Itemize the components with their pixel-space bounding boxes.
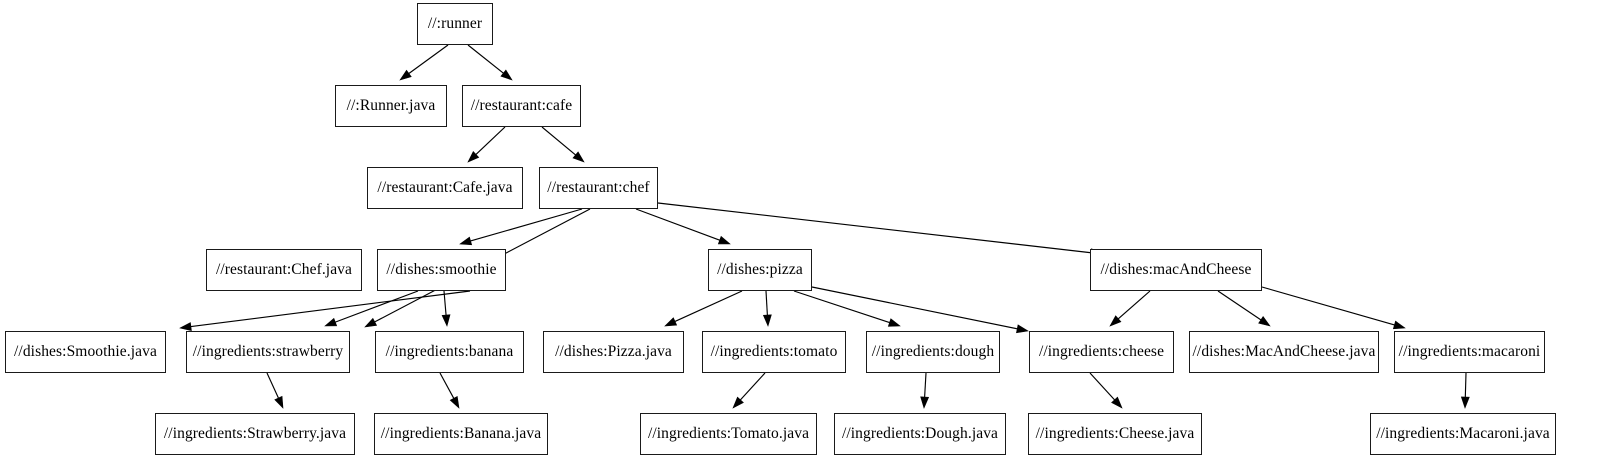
graph-edge-arrowhead [664,317,678,327]
graph-node-ing_tomato[interactable]: //ingredients:tomato [702,331,846,373]
graph-node-label: //ingredients:Strawberry.java [163,425,347,443]
graph-node-mac_java[interactable]: //dishes:MacAndCheese.java [1189,331,1379,373]
graph-edge-arrowhead [449,395,460,409]
graph-node-label: //dishes:Smoothie.java [14,343,157,361]
graph-edge [924,372,927,398]
graph-node-label: //ingredients:Macaroni.java [1376,425,1550,443]
graph-node-cheese_java[interactable]: //ingredients:Cheese.java [1028,413,1202,455]
graph-edge [470,208,583,242]
graph-node-ing_banana[interactable]: //ingredients:banana [375,331,524,373]
graph-node-label: //restaurant:cafe [470,97,573,115]
graph-edge-arrowhead [1258,316,1271,327]
graph-edge-arrowhead [500,69,513,81]
graph-node-dishes_smoothie[interactable]: //dishes:smoothie [377,249,506,291]
graph-edge [408,44,449,74]
graph-edge-arrowhead [1016,324,1029,334]
graph-edge-arrowhead [762,314,772,327]
graph-node-ing_strawberry[interactable]: //ingredients:strawberry [186,331,350,373]
graph-edge [1089,372,1116,401]
graph-node-label: //ingredients:macaroni [1398,343,1541,361]
graph-edge-arrowhead [459,236,473,246]
graph-edge-arrowhead [467,151,480,163]
graph-node-label: //ingredients:banana [385,343,514,361]
graph-node-label: //ingredients:Tomato.java [647,425,810,443]
graph-node-macaroni_java[interactable]: //ingredients:Macaroni.java [1370,413,1556,455]
graph-node-label: //dishes:pizza [717,261,803,279]
graph-edge-arrowhead [441,314,451,327]
graph-edge [1217,290,1262,321]
graph-node-banana_java[interactable]: //ingredients:Banana.java [374,413,548,455]
graph-edge [674,290,743,322]
graph-edge [475,126,506,155]
graph-edge-arrowhead [1460,396,1470,409]
graph-node-label: //ingredients:tomato [710,343,838,361]
graph-node-ing_cheese[interactable]: //ingredients:cheese [1029,331,1174,373]
graph-edge-arrowhead [364,317,378,328]
graph-edge [443,290,447,316]
graph-edge [739,372,766,401]
graph-node-label: //ingredients:Banana.java [380,425,542,443]
graph-node-chef_java[interactable]: //restaurant:Chef.java [206,249,362,291]
graph-edge [811,286,1018,330]
graph-edge-arrowhead [1109,315,1122,327]
graph-edge [1117,290,1151,320]
graph-edge [439,372,455,399]
graph-edge-arrowhead [920,396,930,409]
graph-node-cafe_java[interactable]: //restaurant:Cafe.java [367,167,523,209]
graph-node-label: //:Runner.java [346,97,436,115]
graph-edge-arrowhead [1392,320,1406,330]
graph-edge [266,372,279,399]
graph-node-label: //restaurant:Chef.java [215,261,353,279]
graph-node-label: //ingredients:Cheese.java [1035,425,1195,443]
graph-edge-arrowhead [732,396,744,409]
graph-node-pizza_java[interactable]: //dishes:Pizza.java [543,331,684,373]
graph-node-label: //dishes:smoothie [386,261,497,279]
graph-edge [635,208,720,241]
graph-edge-arrowhead [179,322,192,331]
graph-edge [467,44,504,74]
graph-node-label: //ingredients:strawberry [192,343,344,361]
graph-node-label: //dishes:macAndCheese [1100,261,1252,279]
graph-edge [541,126,576,156]
graph-edge [765,290,768,316]
graph-edge-arrowhead [399,69,412,81]
graph-edge-arrowhead [1111,396,1123,409]
graph-edge [1464,372,1467,398]
graph-node-label: //ingredients:dough [871,343,995,361]
graph-node-runner[interactable]: //:runner [417,3,493,45]
graph-node-smoothie_java[interactable]: //dishes:Smoothie.java [5,331,166,373]
graph-node-dishes_pizza[interactable]: //dishes:pizza [708,249,812,291]
graph-node-label: //dishes:Pizza.java [555,343,672,361]
graph-edge [793,290,890,324]
graph-node-restaurant_cafe[interactable]: //restaurant:cafe [462,85,581,127]
graph-edge [335,290,419,323]
graph-edge-arrowhead [572,151,585,163]
graph-node-label: //ingredients:Dough.java [841,425,999,443]
graph-edge-arrowhead [274,395,284,409]
graph-node-label: //restaurant:chef [547,179,650,197]
graph-node-ing_macaroni[interactable]: //ingredients:macaroni [1394,331,1545,373]
graph-node-dough_java[interactable]: //ingredients:Dough.java [834,413,1006,455]
graph-node-strawberry_java[interactable]: //ingredients:Strawberry.java [155,413,355,455]
graph-edge [657,202,1092,254]
graph-node-label: //restaurant:Cafe.java [377,179,513,197]
graph-node-runner_java[interactable]: //:Runner.java [335,85,447,127]
graph-edge [190,290,471,328]
graph-node-label: //:runner [427,15,483,33]
graph-node-restaurant_chef[interactable]: //restaurant:chef [539,167,658,209]
graph-edge-arrowhead [717,235,731,245]
graph-edge [1261,286,1395,326]
graph-node-dishes_mac[interactable]: //dishes:macAndCheese [1090,249,1262,291]
graph-node-label: //ingredients:cheese [1038,343,1165,361]
graph-edge-arrowhead [887,318,901,327]
graph-edge-arrowhead [324,317,338,327]
graph-node-tomato_java[interactable]: //ingredients:Tomato.java [640,413,817,455]
graph-node-ing_dough[interactable]: //ingredients:dough [866,331,1000,373]
graph-node-label: //dishes:MacAndCheese.java [1192,343,1376,361]
